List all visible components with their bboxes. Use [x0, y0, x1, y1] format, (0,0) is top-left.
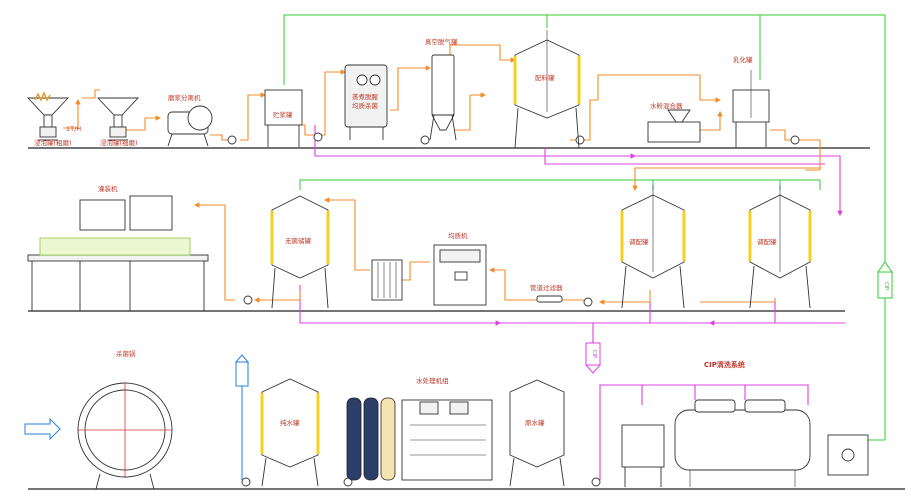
- heat-exchanger: [371, 259, 403, 301]
- pure-water-tank-label: 纯水罐: [280, 418, 300, 427]
- homogenizer: [433, 244, 487, 306]
- water-treatment-label: 水处理机组: [416, 376, 449, 385]
- cooker-label-1: 蒸煮脱腥: [352, 92, 379, 101]
- mixing-tank-2-label: 调配罐: [757, 237, 777, 246]
- soak-tank-fine-label: 浸泡罐(细磨): [100, 138, 138, 147]
- blend-tank: [513, 30, 581, 149]
- product-lines-top: [63, 44, 821, 192]
- filler-label: 灌装机: [98, 184, 118, 193]
- cooker-unit: [344, 64, 388, 140]
- soak-tank-coarse: [26, 91, 70, 141]
- raw-water-tank: [509, 379, 565, 487]
- pump-top-4: [575, 135, 585, 145]
- water-treatment-unit: [346, 397, 493, 481]
- mixing-tank-2: [748, 185, 812, 309]
- pipe-filter-label: 管道过滤器: [530, 283, 563, 292]
- filler-machine: [27, 195, 209, 311]
- pump-top-5: [790, 135, 800, 145]
- grinder: [167, 105, 213, 147]
- feed-rate-label: 1T/H: [66, 125, 81, 133]
- water-powder-mixer: [647, 109, 701, 143]
- emulsify-tank-label: 乳化罐: [733, 55, 753, 64]
- cooker-label-2: 均质杀菌: [352, 101, 379, 110]
- sterilizer-retort: [24, 382, 173, 490]
- raw-water-tank-label: 原水罐: [525, 418, 545, 427]
- holding-tank-small-label: 贮浆罐: [273, 110, 293, 119]
- grinder-label: 磨浆分离机: [168, 93, 201, 102]
- pump-top-1: [227, 135, 237, 145]
- water-powder-mixer-label: 水粉混合器: [650, 101, 683, 110]
- soak-tank-fine: [96, 97, 140, 141]
- mixing-tank-1: [620, 185, 686, 309]
- cip-system: [621, 399, 869, 487]
- water-supply-line: [234, 354, 250, 480]
- holding-tank-small: [264, 89, 303, 147]
- cip-tag-right: CIP: [877, 261, 893, 299]
- cip-tag-right-label: CIP: [883, 282, 889, 290]
- sterile-storage-tank: [270, 195, 330, 309]
- cip-tag-middle-label: CIP: [591, 350, 597, 358]
- pure-water-tank: [260, 378, 320, 487]
- mixing-tank-1-label: 调配罐: [629, 237, 649, 246]
- pump-bottom-3: [591, 477, 601, 487]
- soak-tank-coarse-label: 浸泡罐(粗磨): [34, 138, 72, 147]
- pump-mid-2: [583, 297, 593, 307]
- blend-tank-label: 配料罐: [535, 73, 555, 82]
- pump-top-2: [313, 132, 323, 142]
- product-lines-middle: [193, 197, 776, 305]
- deaerator: [429, 54, 457, 141]
- pipe-filter: [536, 295, 563, 303]
- pump-mid-1: [243, 295, 253, 305]
- sterilizer-label: 杀菌锅: [116, 349, 136, 358]
- emulsify-tank: [732, 70, 770, 147]
- cip-tag-middle: CIP: [584, 342, 602, 374]
- homogenizer-label: 均质机: [448, 231, 468, 240]
- sterile-storage-tank-label: 无菌储罐: [285, 236, 312, 245]
- pump-bottom-1: [241, 477, 251, 487]
- deaerator-label: 真空脱气罐: [425, 37, 458, 46]
- cip-system-label: CIP清洗系统: [704, 360, 745, 369]
- pump-top-3: [420, 135, 430, 145]
